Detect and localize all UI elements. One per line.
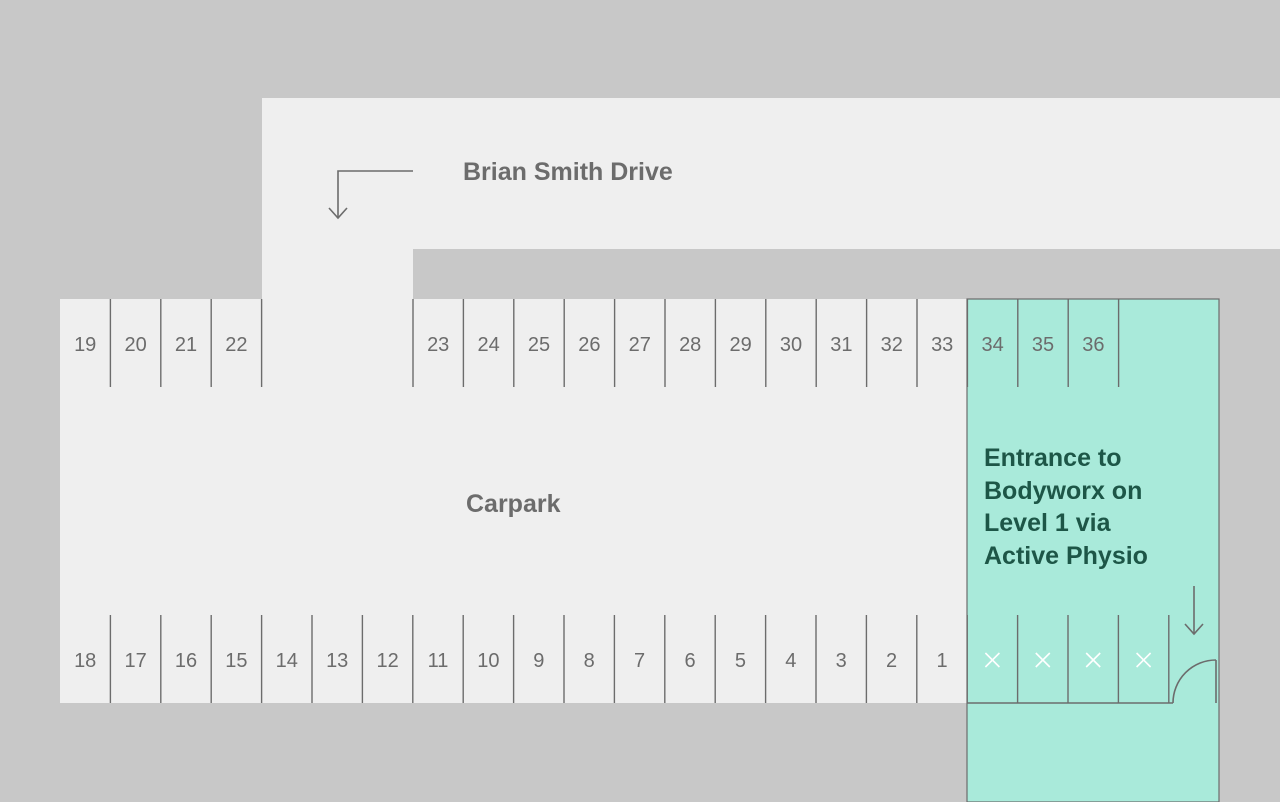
cross-stroke xyxy=(984,652,1000,668)
bay-number: 31 xyxy=(830,334,852,356)
bay-number: 10 xyxy=(477,650,499,672)
bay-number: 22 xyxy=(225,334,247,356)
road-driveway xyxy=(262,240,413,310)
entrance-label-line-2: Bodyworx on xyxy=(984,477,1142,505)
bay-number: 4 xyxy=(785,650,796,672)
bay-number: 16 xyxy=(175,650,197,672)
bay-number: 6 xyxy=(684,650,695,672)
bay-number: 14 xyxy=(276,650,298,672)
bay-number: 35 xyxy=(1032,334,1054,356)
entrance-zone xyxy=(966,298,1220,802)
bay-number: 1 xyxy=(936,650,947,672)
entrance-label-line-4: Active Physio xyxy=(984,542,1148,570)
bay-number: 25 xyxy=(528,334,550,356)
bay-number: 32 xyxy=(881,334,903,356)
bay-number: 33 xyxy=(931,334,953,356)
bay-number: 36 xyxy=(1082,334,1104,356)
bay-number: 2 xyxy=(886,650,897,672)
turn-down-arrow-icon xyxy=(328,170,413,220)
down-arrow-icon xyxy=(1184,586,1204,636)
bay-number: 24 xyxy=(477,334,499,356)
bay-number: 17 xyxy=(124,650,146,672)
cross-icon xyxy=(1136,652,1152,668)
bay-number: 34 xyxy=(981,334,1003,356)
bay-number: 7 xyxy=(634,650,645,672)
bay-number: 15 xyxy=(225,650,247,672)
cross-icon xyxy=(1085,652,1101,668)
road-surface xyxy=(262,98,1280,249)
carpark-label: Carpark xyxy=(466,490,561,518)
cross-icon xyxy=(1035,652,1051,668)
bay-number: 20 xyxy=(124,334,146,356)
road-name: Brian Smith Drive xyxy=(463,158,673,186)
bay-number: 18 xyxy=(74,650,96,672)
cross-stroke xyxy=(1136,652,1152,668)
door-swing-icon xyxy=(1172,659,1217,704)
bay-number: 29 xyxy=(729,334,751,356)
reserved-bays xyxy=(984,652,1152,668)
cross-stroke xyxy=(1035,652,1051,668)
bay-number: 30 xyxy=(780,334,802,356)
entrance-label-line-3: Level 1 via xyxy=(984,509,1112,537)
bay-number: 23 xyxy=(427,334,449,356)
entrance-label-line-1: Entrance to xyxy=(984,444,1122,472)
bay-number: 26 xyxy=(578,334,600,356)
bay-number: 9 xyxy=(533,650,544,672)
bay-number: 12 xyxy=(376,650,398,672)
bay-number: 21 xyxy=(175,334,197,356)
bay-number: 27 xyxy=(629,334,651,356)
bay-number: 11 xyxy=(428,650,449,672)
bay-number: 5 xyxy=(735,650,746,672)
bay-number: 3 xyxy=(836,650,847,672)
cross-stroke xyxy=(1085,652,1101,668)
bay-dividers xyxy=(109,299,1170,703)
cross-icon xyxy=(984,652,1000,668)
bay-number: 19 xyxy=(74,334,96,356)
bay-number: 8 xyxy=(584,650,595,672)
bay-number: 28 xyxy=(679,334,701,356)
bay-number: 13 xyxy=(326,650,348,672)
